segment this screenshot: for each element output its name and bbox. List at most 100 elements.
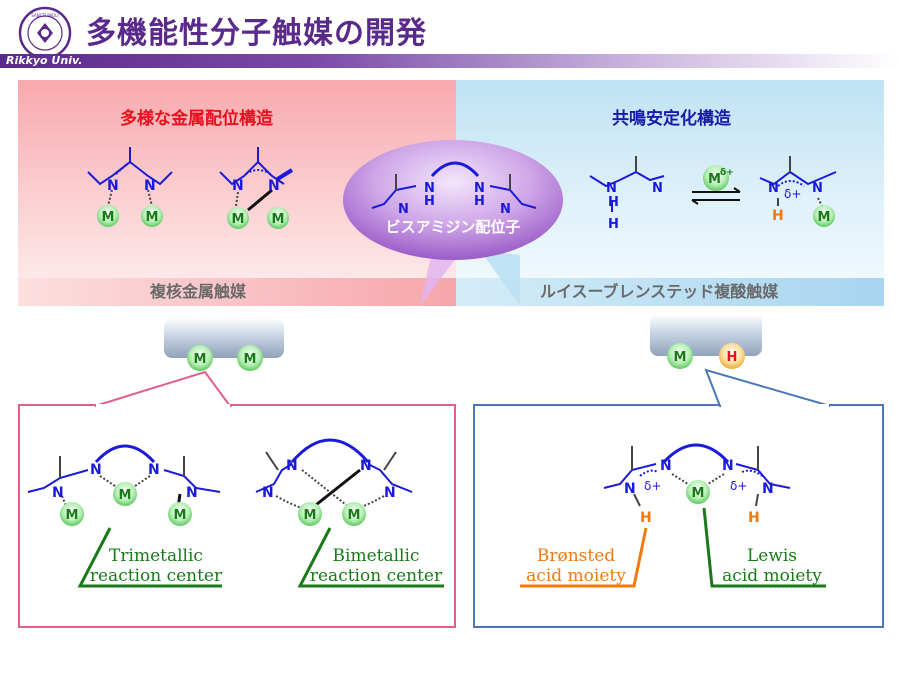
- metal-label: M: [818, 210, 831, 225]
- metal-label: M: [232, 212, 245, 227]
- n-atom: N: [232, 178, 244, 194]
- n-atom: N: [624, 481, 636, 497]
- n-atom: N: [500, 202, 511, 217]
- acidic-h-atom: H: [772, 208, 784, 224]
- metal-cation-sphere: [703, 165, 729, 191]
- metal-label: M: [174, 508, 187, 523]
- h-atom: H: [424, 194, 435, 209]
- header-bar: [0, 54, 900, 68]
- metal-sphere: [60, 502, 84, 526]
- right-box-pointer: [704, 368, 831, 407]
- multinuclear-band: [18, 278, 456, 306]
- h-atom: H: [474, 194, 485, 209]
- n-atom: N: [722, 458, 734, 474]
- n-atom: N: [148, 462, 160, 478]
- metal-sphere: [141, 205, 163, 227]
- n-atom: N: [474, 181, 485, 196]
- bimetallic-note-line: [297, 527, 444, 588]
- hydrogen-sphere: [719, 343, 745, 369]
- metal-sphere: [237, 345, 263, 371]
- metal-label: M: [102, 210, 115, 225]
- metal-sphere: [97, 205, 119, 227]
- n-atom: N: [268, 178, 280, 194]
- n-atom: N: [812, 181, 823, 196]
- university-name: Rikkyo Univ.: [6, 54, 83, 67]
- trimetallic-note: Trimetallic reaction center: [86, 546, 226, 586]
- multinuclear-catalyst-box: [18, 404, 456, 628]
- metal-sphere: [298, 502, 322, 526]
- metal-label: M: [272, 212, 285, 227]
- metal-sphere: [267, 207, 289, 229]
- metal-label: M: [674, 350, 687, 365]
- n-atom: N: [186, 485, 198, 501]
- lewis-bronsted-catalyst-box: [473, 404, 884, 628]
- lewis-bronsted-band: [456, 278, 884, 306]
- page-title: 多機能性分子触媒の開発: [86, 16, 427, 51]
- n-atom: N: [286, 458, 298, 474]
- lewis-note: Lewis acid moiety: [714, 546, 830, 586]
- metal-sphere: [686, 480, 710, 504]
- metal-sphere: [813, 205, 835, 227]
- lewis-note-line: [702, 507, 826, 588]
- n-atom: N: [144, 178, 156, 194]
- n-atom: N: [262, 485, 274, 501]
- header: SANCTI PAULI 多機能性分子触媒の開発: [0, 0, 900, 70]
- trimetallic-note-line2: reaction center: [89, 566, 223, 586]
- n-atom: N: [652, 181, 663, 196]
- n-atom: N: [398, 202, 409, 217]
- bimetallic-note: Bimetallic reaction center: [306, 546, 446, 586]
- n-atom: N: [384, 485, 396, 501]
- right-catalyst-pad: [650, 314, 762, 356]
- metal-label: M: [66, 508, 79, 523]
- delta-plus-label: δ+: [784, 187, 801, 201]
- resonance-label: 共鳴安定化構造: [612, 109, 731, 129]
- n-atom: N: [768, 181, 779, 196]
- lewis-bronsted-band-label: ルイスーブレンステッド複酸触媒: [540, 282, 779, 301]
- bimetallic-note-line1: Bimetallic: [332, 546, 420, 566]
- metal-sphere: [113, 482, 137, 506]
- metal-cation-charge: δ+: [720, 168, 734, 178]
- metal-label: M: [348, 508, 361, 523]
- lewis-note-line2: acid moiety: [722, 566, 822, 586]
- university-seal-icon: SANCTI PAULI: [18, 6, 72, 60]
- metal-label: M: [304, 508, 317, 523]
- metal-label: M: [194, 352, 207, 367]
- metal-sphere: [227, 207, 249, 229]
- bronsted-note-line1: Brønsted: [536, 546, 616, 566]
- acidic-h-atom: H: [640, 510, 652, 526]
- bronsted-note: Brønsted acid moiety: [518, 546, 634, 586]
- n-atom: N: [762, 481, 774, 497]
- metal-sphere: [342, 502, 366, 526]
- bisamidine-ellipse: [343, 140, 563, 260]
- left-catalyst-pad: [164, 318, 284, 358]
- metal-label: M: [692, 486, 705, 501]
- svg-text:SANCTI PAULI: SANCTI PAULI: [31, 13, 58, 18]
- lewis-note-line1: Lewis: [746, 546, 798, 566]
- metal-label: M: [119, 488, 132, 503]
- bronsted-note-line2: acid moiety: [526, 566, 626, 586]
- hydrogen-label: H: [727, 350, 738, 365]
- n-atom: N: [606, 181, 617, 196]
- metal-coordination-label: 多様な金属配位構造: [120, 109, 273, 129]
- h-atom: H: [608, 217, 619, 232]
- acidic-h-atom: H: [748, 510, 760, 526]
- trimetallic-note-line1: Trimetallic: [109, 546, 203, 566]
- delta-plus-label: δ+: [730, 479, 747, 493]
- bisamidine-label: ビスアミジン配位子: [385, 218, 521, 236]
- n-atom: N: [107, 178, 119, 194]
- n-atom: N: [52, 485, 64, 501]
- left-box-pointer: [94, 370, 232, 407]
- metal-cation-label: M: [708, 172, 721, 187]
- bronsted-note-line: [520, 527, 648, 588]
- n-atom: N: [660, 458, 672, 474]
- n-atom: N: [424, 181, 435, 196]
- n-atom: N: [90, 462, 102, 478]
- metal-label: M: [146, 210, 159, 225]
- right-callout-wedge: [480, 250, 520, 306]
- h-atom: H: [608, 195, 619, 210]
- bimetallic-note-line2: reaction center: [309, 566, 443, 586]
- delta-plus-label: δ+: [644, 479, 661, 493]
- metal-sphere: [187, 345, 213, 371]
- metal-sphere: [667, 343, 693, 369]
